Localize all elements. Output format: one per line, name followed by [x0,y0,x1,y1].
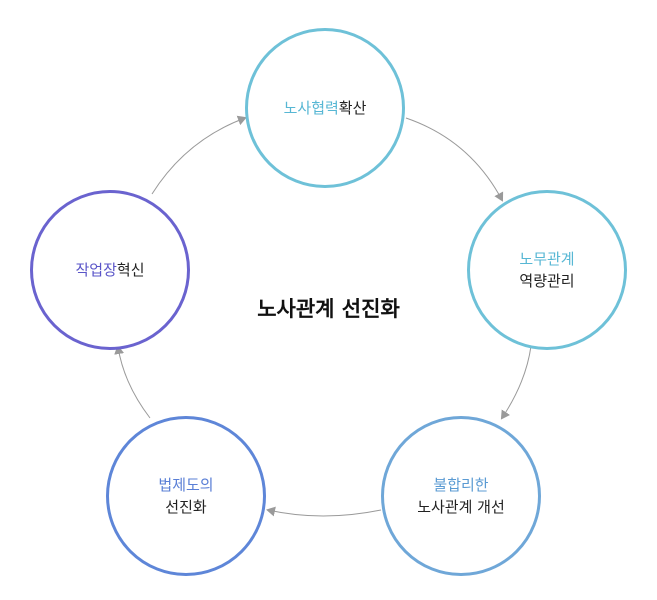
node-label-line1: 노무관계 [519,250,575,268]
node-label-highlight: 작업장 [75,261,117,279]
node-label-line1: 불합리한 [433,476,489,494]
node-label-line2: 선진화 [165,498,207,516]
node-label-rest: 확산 [338,99,367,117]
node-workplace-innovation: 작업장혁신 [30,190,190,350]
node-label: 작업장혁신 [75,259,144,281]
arrow-left-to-top [151,115,247,195]
node-label-line1: 법제도의 [158,476,214,494]
node-irrational-relations-improvement: 불합리한 노사관계 개선 [381,416,541,576]
arrow-top-to-right [405,117,504,202]
arrow-right-to-bottomright [500,345,532,420]
node-label-rest: 혁신 [116,261,145,279]
node-labor-relations-capacity: 노무관계 역량관리 [467,190,627,350]
node-legal-system-advancement: 법제도의 선진화 [106,416,266,576]
arrow-bottomleft-to-left [114,345,151,419]
center-title: 노사관계 선진화 [257,297,400,321]
node-label: 노사협력확산 [284,97,367,119]
node-label-line2: 노사관계 개선 [417,498,505,516]
node-label-line2: 역량관리 [519,272,575,290]
arrow-bottomright-to-bottomleft [266,506,382,517]
node-label-highlight: 노사협력 [283,99,339,117]
node-labor-cooperation: 노사협력확산 [245,28,405,188]
